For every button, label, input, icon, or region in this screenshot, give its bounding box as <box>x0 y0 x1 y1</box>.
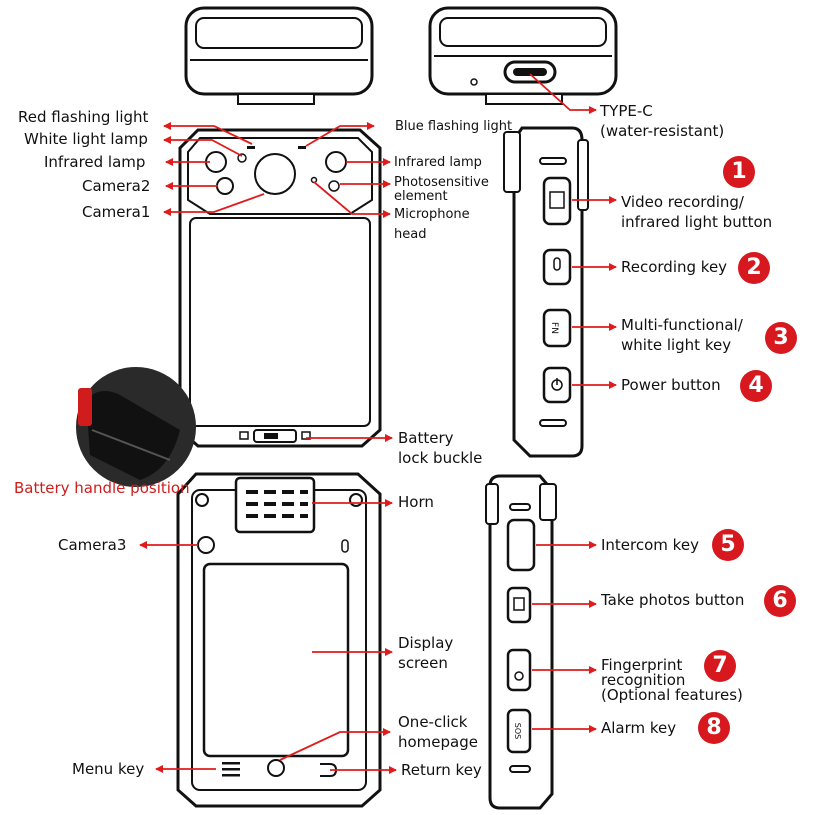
label-camera2: Camera2 <box>82 177 151 195</box>
badge-7: 7 <box>704 650 736 682</box>
side-view-left: SOS <box>485 474 557 810</box>
badge-8: 8 <box>698 712 730 744</box>
label-typec-line2: (water-resistant) <box>600 122 725 140</box>
label-photosensitive-line1: Photosensitive <box>394 175 489 190</box>
label-recording-key: Recording key <box>621 258 728 276</box>
label-microphone-line1: Microphone <box>394 207 470 222</box>
top-view-left <box>184 6 374 105</box>
label-microphone-line2: head <box>394 227 427 242</box>
label-take-photos-button: Take photos button <box>601 591 745 609</box>
label-red-flashing-light: Red flashing light <box>18 108 149 126</box>
label-alarm-key: Alarm key <box>601 719 677 737</box>
callout-arrows <box>139 73 617 774</box>
label-typec-line1: TYPE-C <box>600 102 653 120</box>
label-camera3: Camera3 <box>58 536 127 554</box>
horn-grille <box>246 490 308 518</box>
label-infrared-lamp-left: Infrared lamp <box>44 153 146 171</box>
badge-5: 5 <box>712 529 744 561</box>
label-battery-line2: lock buckle <box>398 449 483 467</box>
label-multifunctional-line2: white light key <box>621 336 732 354</box>
label-horn: Horn <box>398 493 434 511</box>
front-view <box>178 128 382 448</box>
label-display-line2: screen <box>398 654 448 672</box>
sos-key-label: SOS <box>513 723 522 739</box>
label-fingerprint-line1: Fingerprint <box>601 656 683 674</box>
label-power-button: Power button <box>621 376 721 394</box>
back-view <box>176 472 382 808</box>
label-camera1: Camera1 <box>82 203 151 221</box>
label-battery-handle-position: Battery handle position <box>14 479 190 497</box>
label-video-recording-line1: Video recording/ <box>621 193 744 211</box>
label-home-line2: homepage <box>398 733 478 751</box>
badge-2: 2 <box>738 252 770 284</box>
label-fingerprint-line3: (Optional features) <box>601 686 743 704</box>
label-battery-line1: Battery <box>398 429 454 447</box>
label-multifunctional-line1: Multi-functional/ <box>621 316 743 334</box>
side-view-right: FN <box>503 126 589 458</box>
badge-6: 6 <box>764 585 796 617</box>
label-return-key: Return key <box>401 761 482 779</box>
badge-1: 1 <box>723 156 755 188</box>
label-menu-key: Menu key <box>72 760 145 778</box>
label-video-recording-line2: infrared light button <box>621 213 773 231</box>
badge-3: 3 <box>765 322 797 354</box>
label-intercom-key: Intercom key <box>601 536 699 554</box>
label-blue-flashing-light: Blue flashing light <box>395 119 513 134</box>
badge-4: 4 <box>740 370 772 402</box>
fn-key-label: FN <box>549 322 559 334</box>
label-home-line1: One-click <box>398 713 468 731</box>
label-fingerprint-line2: recognition <box>601 671 686 689</box>
label-display-line1: Display <box>398 634 454 652</box>
label-infrared-lamp-right: Infrared lamp <box>394 155 482 170</box>
label-white-light-lamp: White light lamp <box>24 130 148 148</box>
label-photosensitive-line2: element <box>394 189 448 204</box>
top-view-right <box>428 6 618 105</box>
battery-handle-zoom <box>76 367 196 487</box>
